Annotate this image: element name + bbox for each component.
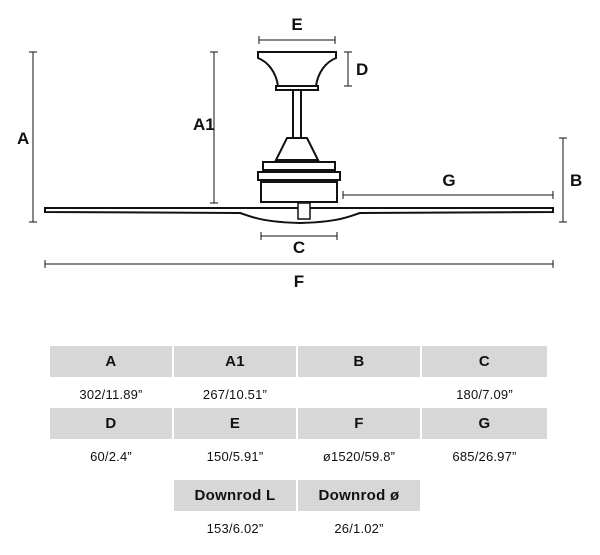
header-e: E [174, 408, 296, 439]
header-downrod-diameter: Downrod ø [298, 480, 420, 511]
value-e: 150/5.91” [206, 448, 264, 464]
label-b: B [570, 171, 582, 190]
header-g: G [422, 408, 547, 439]
ceiling-fan-dimension-diagram: E D A A1 G B C F [17, 15, 582, 291]
label-c: C [293, 238, 305, 257]
value-a: 302/11.89” [79, 386, 143, 402]
value-b [298, 384, 420, 404]
label-g: G [442, 171, 455, 190]
canopy-base [275, 85, 319, 91]
header-downrod-length: Downrod L [174, 480, 296, 511]
value-g: 685/26.97” [452, 448, 517, 464]
dimension-lines [29, 36, 567, 268]
fan-canopy [257, 51, 337, 87]
label-f: F [294, 272, 304, 291]
dimension-labels: E D A A1 G B C F [17, 15, 582, 291]
label-a1: A1 [193, 115, 215, 134]
fan-drawing [44, 51, 554, 225]
value-c: 180/7.09” [456, 386, 513, 402]
label-d: D [356, 60, 368, 79]
motor-band [257, 171, 341, 181]
label-a: A [17, 129, 29, 148]
header-a1: A1 [174, 346, 296, 377]
value-a1: 267/10.51” [202, 386, 268, 402]
value-downrod-diameter: 26/1.02” [334, 520, 384, 536]
value-d: 60/2.4” [90, 448, 132, 464]
value-f: ø1520/59.8” [322, 448, 396, 464]
header-c: C [422, 346, 547, 377]
motor-cap [274, 137, 320, 161]
value-downrod-length: 153/6.02” [206, 520, 264, 536]
motor-body [260, 181, 338, 203]
header-f: F [298, 408, 420, 439]
motor-top-band [262, 161, 336, 171]
label-e: E [291, 15, 302, 34]
header-a: A [50, 346, 172, 377]
motor-bottom [297, 202, 311, 220]
header-b: B [298, 346, 420, 377]
header-d: D [50, 408, 172, 439]
